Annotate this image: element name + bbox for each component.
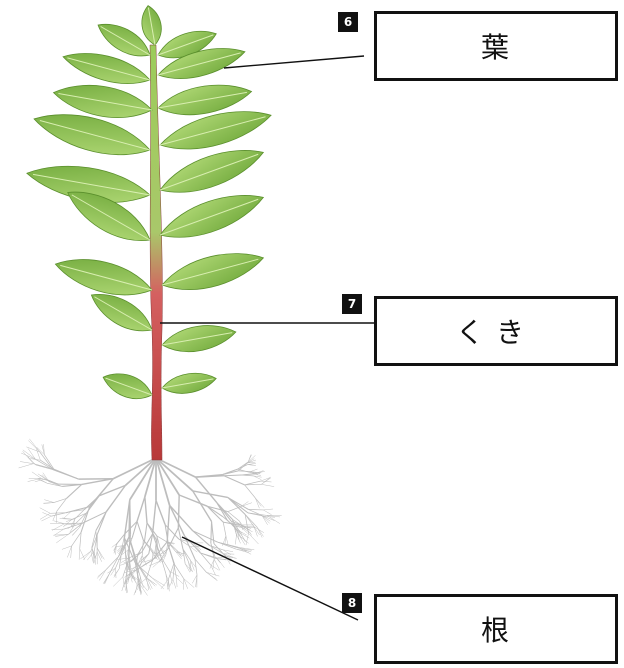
root-strand	[137, 497, 145, 522]
root-strand	[248, 509, 263, 510]
root-strand	[62, 546, 72, 549]
root-strand	[54, 469, 79, 479]
label-text-root: 根	[481, 609, 511, 649]
root-strand	[44, 500, 54, 503]
root-strand	[170, 571, 173, 584]
label-number-7: 7	[342, 294, 362, 314]
root-strand	[147, 578, 149, 590]
root-strand	[248, 463, 256, 464]
root-strand	[238, 471, 251, 472]
root-strand	[161, 557, 166, 574]
root-strand	[263, 509, 273, 510]
leaf-shape	[160, 369, 217, 397]
root-strand	[238, 462, 249, 469]
root-strand	[226, 536, 228, 545]
plant-roots-illustration	[19, 439, 282, 596]
root-strand	[144, 523, 147, 543]
root-strand	[255, 498, 264, 508]
root-strand	[196, 477, 217, 502]
root-strand	[80, 532, 81, 549]
root-strand	[168, 579, 169, 591]
root-strand	[263, 510, 271, 515]
root-strand	[173, 579, 176, 588]
leaf-shape	[158, 243, 267, 299]
root-strand	[130, 500, 131, 534]
root-strand	[40, 508, 50, 514]
root-strand	[238, 463, 247, 471]
root-strand	[224, 475, 242, 476]
root-strand	[253, 474, 261, 475]
leaf-shape	[99, 367, 155, 405]
root-strand	[107, 568, 115, 573]
plant-leaves-illustration	[24, 4, 275, 405]
root-strand	[193, 491, 228, 497]
root-strand	[28, 441, 40, 453]
root-strand	[40, 513, 50, 519]
root-strand	[248, 465, 256, 466]
root-strand	[193, 531, 218, 542]
root-strand	[153, 561, 160, 567]
root-strand	[113, 577, 123, 587]
root-strand	[66, 507, 90, 513]
root-strand	[81, 507, 89, 532]
label-number-6: 6	[338, 12, 358, 32]
root-strand	[223, 522, 226, 536]
root-strand	[170, 505, 193, 530]
root-strand	[80, 549, 85, 560]
root-strand	[176, 578, 177, 587]
root-strand	[166, 573, 168, 587]
leaf-shape	[155, 183, 269, 249]
root-strand	[60, 519, 72, 520]
leader-line-root	[182, 537, 358, 620]
root-strand	[103, 572, 110, 583]
root-strand	[235, 534, 236, 544]
root-strand	[176, 578, 183, 584]
label-text-leaf: 葉	[481, 26, 511, 66]
root-strand	[168, 528, 178, 549]
root-strand	[241, 503, 252, 507]
root-strand	[170, 571, 179, 576]
root-strand	[145, 497, 147, 523]
label-text-stem: くき	[456, 311, 536, 351]
root-strand	[97, 552, 102, 562]
root-strand	[43, 503, 54, 504]
root-strand	[241, 501, 248, 506]
root-strand	[156, 500, 165, 524]
root-strand	[211, 543, 215, 556]
root-strand	[79, 549, 80, 560]
label-number-8: 8	[342, 593, 362, 613]
root-strand	[98, 570, 106, 577]
root-strand	[41, 516, 51, 521]
root-strand	[66, 484, 81, 498]
leaf-shape	[139, 4, 165, 47]
root-strand	[254, 527, 257, 537]
root-strand	[166, 573, 170, 585]
root-strand	[20, 462, 33, 464]
root-strand	[206, 572, 217, 580]
leader-line-leaf	[224, 56, 364, 68]
label-box-leaf: 葉	[374, 11, 618, 81]
root-strand	[261, 484, 274, 486]
root-strand	[152, 578, 164, 589]
label-box-root: 根	[374, 594, 618, 664]
root-strand	[53, 521, 64, 524]
root-strand	[241, 474, 252, 475]
root-strand	[114, 569, 119, 576]
root-strand	[224, 476, 245, 485]
root-strand	[151, 549, 154, 556]
leaf-shape	[160, 320, 238, 357]
root-strand	[52, 529, 64, 530]
root-strand	[115, 568, 116, 578]
root-strand	[153, 500, 156, 533]
root-strand	[245, 485, 256, 498]
root-strand	[142, 555, 146, 565]
root-strand	[19, 464, 34, 468]
label-box-stem: くき	[374, 296, 618, 366]
root-strand	[206, 572, 219, 576]
root-strand	[179, 495, 207, 506]
root-strand	[142, 540, 143, 556]
root-strand	[56, 534, 68, 542]
root-strand	[137, 521, 143, 540]
